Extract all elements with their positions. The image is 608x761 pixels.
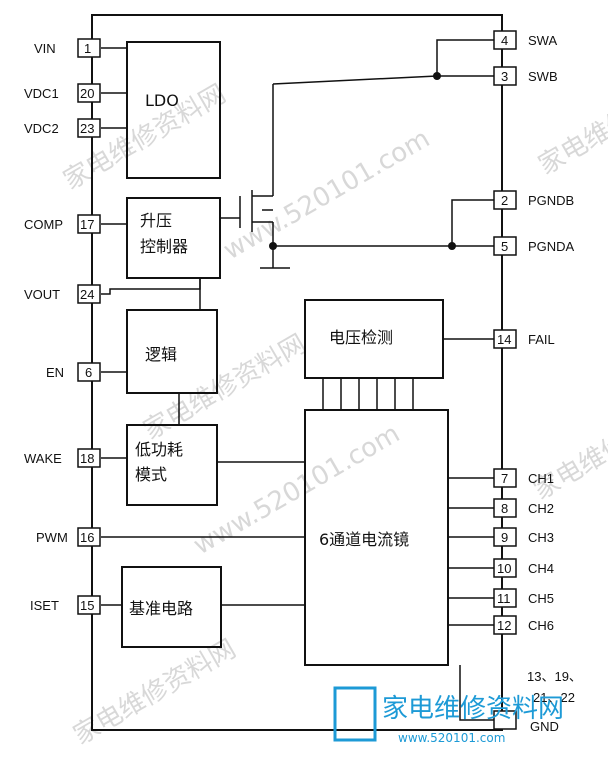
site-logo-url: www.520101.com — [398, 731, 505, 745]
block-lowpower-label-2: 模式 — [135, 465, 167, 484]
pin-label-pgnda: PGNDA — [528, 239, 575, 254]
pin-label-vdc1: VDC1 — [24, 86, 59, 101]
block-current-mirror-label: 6通道电流镜 — [319, 530, 409, 549]
pin-number-vdc1: 20 — [80, 86, 94, 101]
pin-number-ch3: 9 — [501, 530, 508, 545]
block-boost-label-1: 升压 — [140, 211, 172, 230]
pin-label-ch3: CH3 — [528, 530, 554, 545]
watermark: 家电维修资料网 www.520101.com 家电维修资料网 www.52010… — [59, 64, 608, 751]
pin-label-iset: ISET — [30, 598, 59, 613]
block-reference-label: 基准电路 — [129, 599, 193, 618]
pin-label-fail: FAIL — [528, 332, 555, 347]
pin-number-en: 6 — [85, 365, 92, 380]
pin-label-vin: VIN — [34, 41, 56, 56]
block-ldo-label: LDO — [145, 91, 179, 110]
block-lowpower-label-1: 低功耗 — [135, 440, 183, 459]
pin-label-gnd: GND — [530, 719, 559, 734]
watermark-text-5: 家电维修资料网 — [529, 389, 608, 506]
pin-label-wake: WAKE — [24, 451, 62, 466]
pin-number-swa: 4 — [501, 33, 508, 48]
block-ldo: LDO — [126, 41, 221, 179]
block-logic-label: 逻辑 — [145, 345, 177, 364]
pin-number-pgnda: 5 — [501, 239, 508, 254]
site-logo-text: 家电维修资料网 — [382, 694, 564, 724]
left-pins: 1 VIN 20 VDC1 23 VDC2 17 COMP 24 VOUT 6 … — [24, 38, 101, 615]
pin-number-ch4: 10 — [497, 561, 511, 576]
site-logo: 家电维修资料网 www.520101.com — [333, 686, 564, 745]
pin-number-vout: 24 — [80, 287, 94, 302]
wiring — [101, 39, 497, 721]
block-low-power-mode: 低功耗 模式 — [126, 424, 218, 506]
pin-label-pwm: PWM — [36, 530, 68, 545]
gnd-pin-numbers-2: 21、22 — [533, 690, 575, 705]
pin-label-ch1: CH1 — [528, 471, 554, 486]
pin-number-swb: 3 — [501, 69, 508, 84]
right-pins: 4 SWA 3 SWB 2 PGNDB 5 PGNDA 14 FAIL 7 CH… — [493, 30, 582, 734]
block-boost-label-2: 控制器 — [140, 237, 188, 256]
pin-label-swb: SWB — [528, 69, 558, 84]
pin-number-fail: 14 — [497, 332, 511, 347]
pin-label-comp: COMP — [24, 217, 63, 232]
pin-number-pwm: 16 — [80, 530, 94, 545]
pin-label-en: EN — [46, 365, 64, 380]
gnd-pin-numbers-1: 13、19、 — [527, 669, 582, 684]
pin-number-ch2: 8 — [501, 501, 508, 516]
block-logic: 逻辑 — [126, 309, 218, 394]
pin-number-wake: 18 — [80, 451, 94, 466]
pin-number-ch5: 11 — [497, 591, 511, 606]
junction-dots — [269, 72, 456, 250]
pin-label-vout: VOUT — [24, 287, 60, 302]
pin-number-vin: 1 — [84, 41, 91, 56]
pin-label-ch4: CH4 — [528, 561, 554, 576]
pin-number-ch6: 12 — [497, 618, 511, 633]
watermark-site-1: www.520101.com — [219, 124, 436, 266]
pin-number-vdc2: 23 — [80, 121, 94, 136]
block-boost-controller: 升压 控制器 — [126, 197, 221, 279]
pin-label-vdc2: VDC2 — [24, 121, 59, 136]
pin-label-pgndb: PGNDB — [528, 193, 574, 208]
block-reference-circuit: 基准电路 — [121, 566, 222, 648]
pin-label-ch5: CH5 — [528, 591, 554, 606]
pin-number-iset: 15 — [80, 598, 94, 613]
pin-number-ch1: 7 — [501, 471, 508, 486]
pin-label-swa: SWA — [528, 33, 557, 48]
pin-number-pgndb: 2 — [501, 193, 508, 208]
pin-label-ch6: CH6 — [528, 618, 554, 633]
watermark-text-3: 家电维修资料网 — [69, 634, 242, 751]
block-voltage-detect-label: 电压检测 — [329, 328, 393, 347]
pin-label-ch2: CH2 — [528, 501, 554, 516]
pin-number-comp: 17 — [80, 217, 94, 232]
block-voltage-detect: 电压检测 — [304, 299, 444, 379]
detect-bus-lines — [322, 378, 414, 410]
